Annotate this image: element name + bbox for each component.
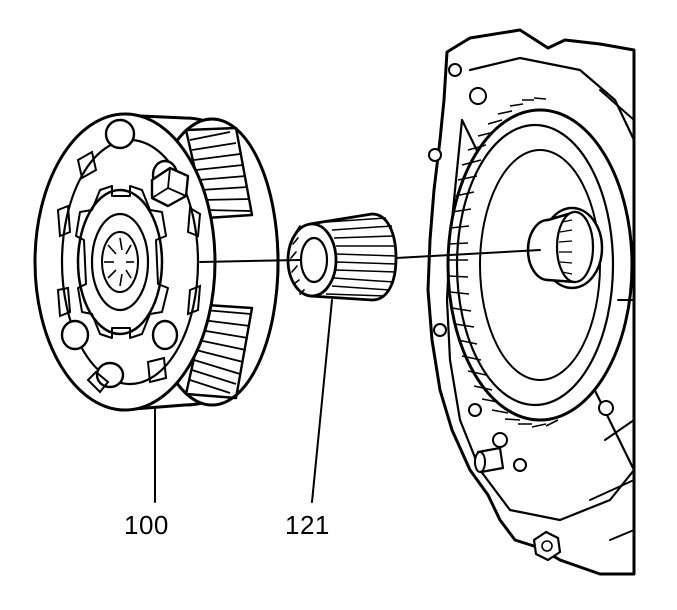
transmission-housing: [426, 28, 636, 576]
callout-label-100: 100: [124, 510, 169, 540]
planetary-carrier: [33, 112, 280, 412]
leader-line-121: [311, 299, 333, 503]
assembly-axis-line: [199, 249, 541, 263]
callout-label-121: 121: [285, 510, 330, 540]
splined-sleeve: [286, 212, 398, 302]
